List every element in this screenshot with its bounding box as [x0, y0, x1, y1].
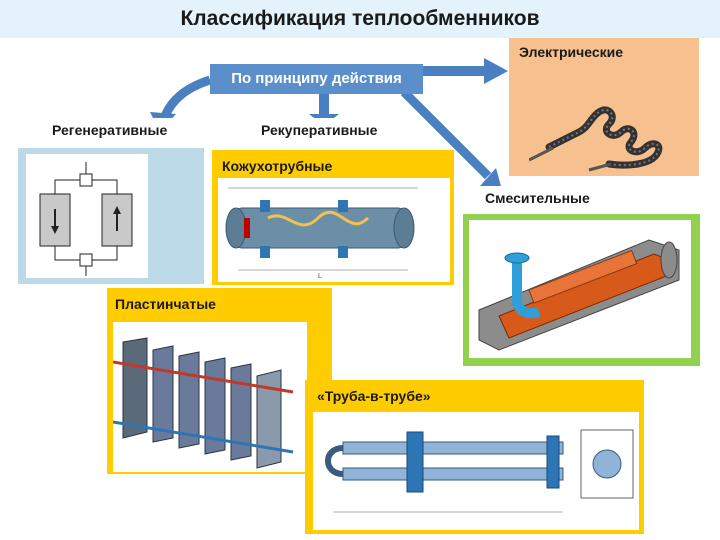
- principle-box: По принципу действия: [210, 64, 423, 94]
- electric-label: Электрические: [519, 44, 624, 60]
- electric-heater-image: [529, 106, 663, 172]
- svg-text:L: L: [318, 273, 322, 280]
- regenerative-label-box: Регенеративные: [46, 118, 208, 144]
- shell-tube-label: Кожухотрубные: [222, 158, 333, 174]
- recuperative-label: Рекуперативные: [261, 122, 378, 138]
- recuperative-label-box: Рекуперативные: [247, 118, 413, 144]
- regenerative-label: Регенеративные: [52, 122, 168, 138]
- regenerative-diagram: [26, 154, 148, 278]
- mixing-panel: [463, 214, 700, 366]
- plate-image: [113, 322, 307, 472]
- principle-label: По принципу действия: [231, 70, 402, 87]
- regenerative-panel: [18, 148, 204, 284]
- mixing-label: Смесительные: [485, 190, 590, 206]
- plate-label: Пластинчатые: [115, 296, 216, 312]
- tube-in-tube-label: «Труба-в-трубе»: [317, 388, 431, 404]
- mixing-image: [469, 220, 691, 358]
- shell-tube-image: L: [218, 178, 450, 282]
- tube-in-tube-image: [313, 412, 639, 530]
- page-title: Классификация теплообменников: [0, 0, 720, 38]
- electric-panel: Электрические: [509, 38, 699, 176]
- plate-panel: Пластинчатые: [107, 288, 332, 474]
- shell-tube-panel: Кожухотрубные L: [212, 150, 454, 285]
- mixing-label-box: Смесительные: [465, 186, 625, 212]
- tube-in-tube-panel: «Труба-в-трубе»: [305, 380, 644, 534]
